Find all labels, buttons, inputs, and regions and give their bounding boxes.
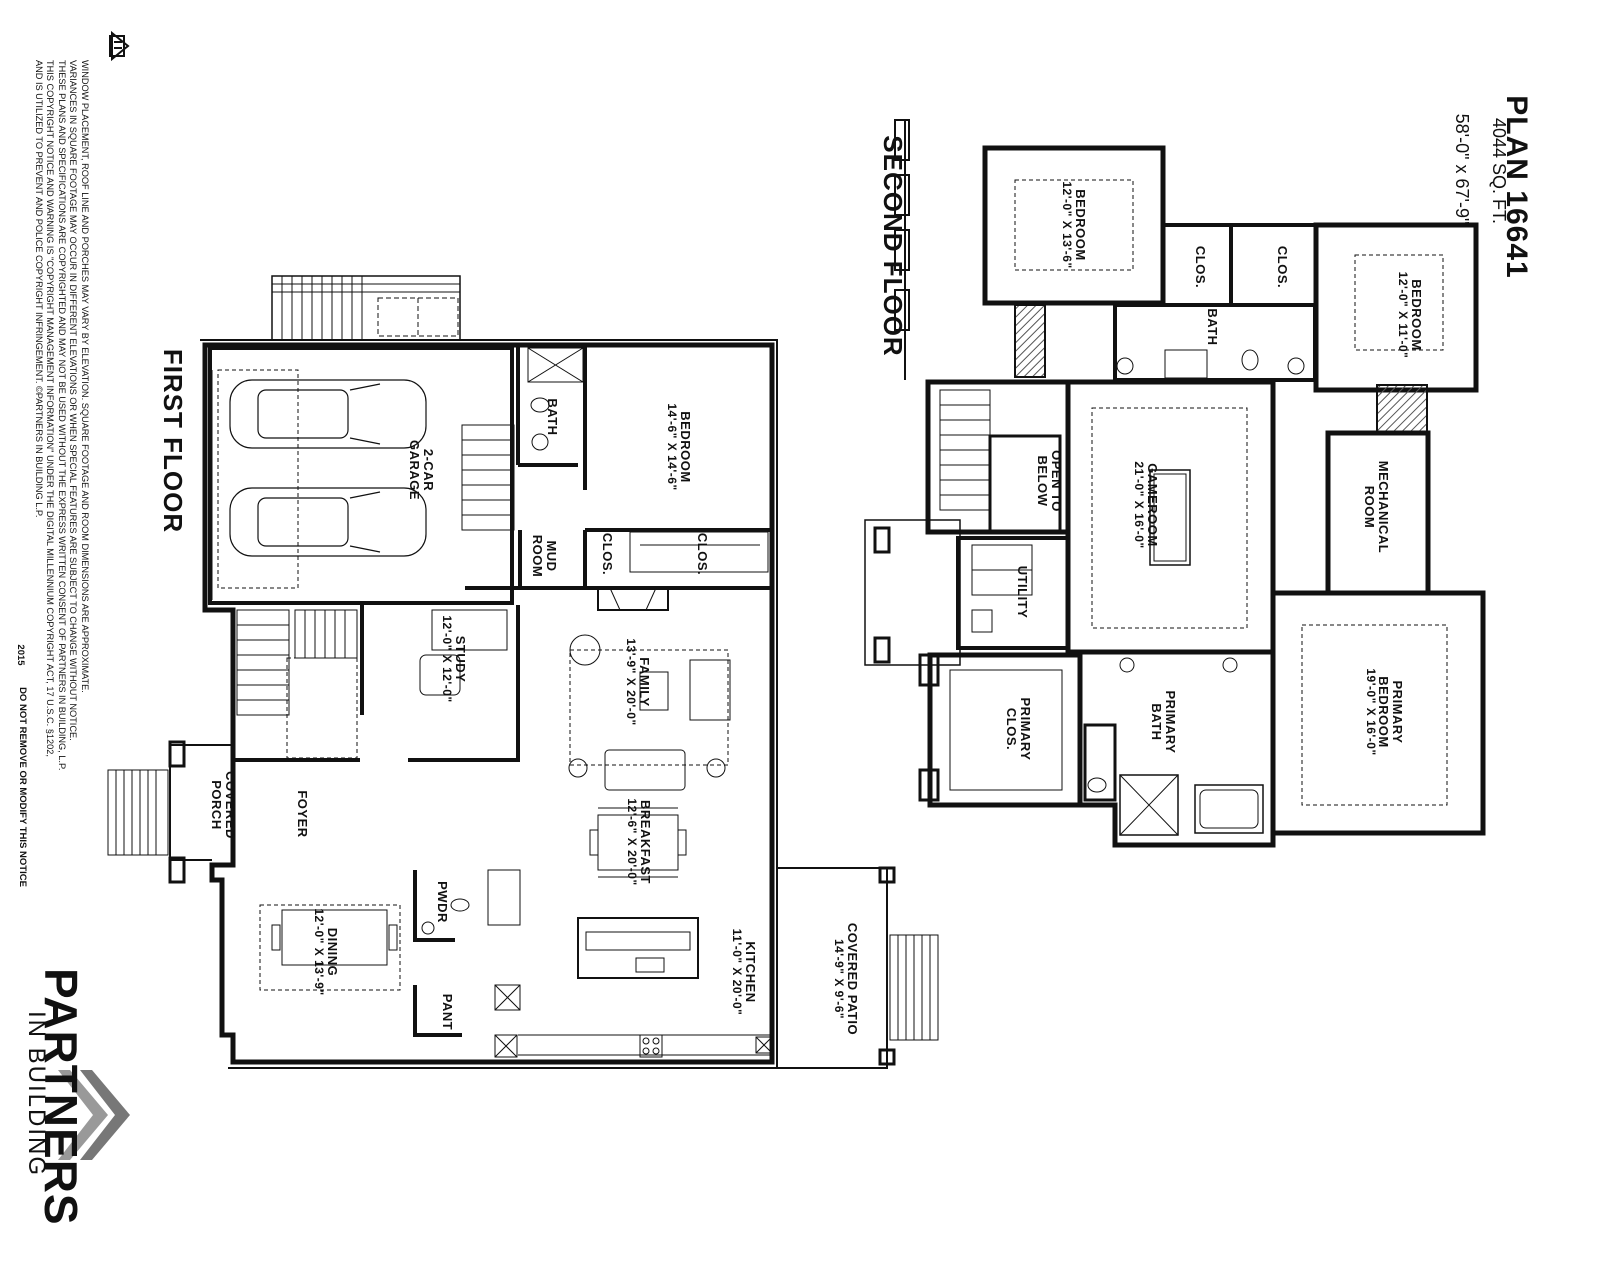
room-pant: PANT — [440, 993, 455, 1031]
room-open-to-below-name: OPEN TO BELOW — [1035, 450, 1064, 512]
second-floor-plan — [864, 119, 1486, 848]
room-study: STUDY 12'-0" X 12'-0" — [433, 604, 468, 714]
room-bedroom-second-b-name: BEDROOM — [1409, 279, 1424, 351]
room-breakfast-name: BREAKFAST — [638, 800, 653, 884]
room-bedroom-second-a: BEDROOM 12'-0" X 13'-6" — [1053, 165, 1088, 285]
notice-do-not-remove: DO NOT REMOVE OR MODIFY THIS NOTICE — [17, 687, 28, 887]
equal-housing-icon — [109, 30, 130, 62]
room-gameroom-name: GAMEROOM — [1145, 463, 1160, 547]
garage-rear-stair — [271, 275, 461, 341]
room-foyer: FOYER — [295, 790, 310, 838]
room-study-size: 12'-0" X 12'-0" — [440, 615, 455, 703]
room-study-name: STUDY — [453, 635, 468, 683]
room-covered-patio-size: 14'-9" X 9'-6" — [832, 938, 847, 1020]
room-bedroom-second-a-name: BEDROOM — [1073, 189, 1088, 261]
plan-dimensions: 58'-0" x 67'-9" — [1452, 113, 1472, 225]
room-dining: DINING 12'-0" X 13'-9" — [305, 892, 340, 1012]
room-gameroom: GAMEROOM 21'-0" X 16'-0" — [1125, 445, 1160, 565]
room-clos-first-a: CLOS. — [600, 532, 615, 576]
room-bath-second: BATH — [1205, 308, 1220, 346]
room-dining-size: 12'-0" X 13'-9" — [312, 908, 327, 996]
room-kitchen-size: 11'-0" X 20'-0" — [730, 928, 745, 1016]
room-primary-clos: PRIMARY CLOS. — [998, 689, 1033, 769]
room-covered-porch-name: COVERED PORCH — [209, 771, 238, 839]
furniture-breakfast-table — [589, 807, 687, 878]
room-bath-first: BATH — [545, 398, 560, 436]
kitchen-island — [577, 917, 699, 979]
room-breakfast-size: 12'-6" X 20'-0" — [625, 798, 640, 886]
notice-line-2: VARIANCES IN SQUARE FOOTAGE MAY OCCUR IN… — [68, 60, 79, 741]
room-open-to-below: OPEN TO BELOW — [1017, 441, 1064, 521]
car-icon — [229, 379, 427, 557]
room-mechanical: MECHANICAL ROOM — [1356, 452, 1391, 562]
notice-line-3: THESE PLANS AND SPECIFICATIONS ARE COPYR… — [57, 60, 67, 771]
notice-line-5: AND IS UTILIZED TO PREVENT AND POLICE CO… — [34, 60, 44, 518]
pool-table-icon — [1149, 469, 1191, 566]
furniture-family — [568, 634, 731, 791]
room-covered-patio: COVERED PATIO 14'-9" X 9'-6" — [811, 919, 860, 1039]
notice-line-1: WINDOW PLACEMENT, ROOF LINE AND PORCHES … — [80, 60, 90, 693]
room-kitchen: KITCHEN 11'-0" X 20'-0" — [723, 912, 758, 1032]
room-garage: 2-CAR GARAGE — [405, 425, 436, 515]
room-primary-bath: PRIMARY BATH — [1143, 682, 1178, 762]
first-floor-label: FIRST FLOOR — [158, 348, 188, 534]
furniture-dining-table — [259, 904, 401, 991]
room-primary-clos-name: PRIMARY CLOS. — [1004, 697, 1033, 761]
partners-logo-mark — [58, 1070, 130, 1160]
room-mud-name: MUD ROOM — [530, 534, 559, 578]
room-gameroom-size: 21'-0" X 16'-0" — [1132, 461, 1147, 549]
room-family: FAMILY 13'-9" X 20'-0" — [617, 622, 652, 742]
room-mechanical-name: MECHANICAL ROOM — [1362, 460, 1391, 554]
first-floor-outer-wall — [202, 342, 775, 1065]
room-covered-patio-name: COVERED PATIO — [845, 922, 860, 1036]
first-floor-plan — [107, 275, 939, 1069]
room-family-size: 13'-9" X 20'-0" — [624, 638, 639, 726]
covered-patio-outline — [776, 867, 888, 1069]
room-kitchen-name: KITCHEN — [743, 941, 758, 1003]
sink-icon — [531, 433, 549, 451]
room-bedroom-first-size: 14'-6" X 14'-6" — [665, 403, 680, 491]
second-floor-label: SECOND FLOOR — [878, 135, 908, 357]
room-bedroom-second-b-size: 12'-0" X 11'-0" — [1396, 271, 1411, 359]
room-garage-name: 2-CAR GARAGE — [407, 439, 436, 501]
room-utility: UTILITY — [1015, 565, 1030, 619]
room-pwdr: PWDR — [435, 881, 450, 923]
room-primary-bedroom: PRIMARY BEDROOM 19'-0" X 16'-0" — [1356, 652, 1405, 772]
plan-area: 4044 SQ. FT. — [1489, 117, 1509, 225]
toilet-icon — [530, 397, 550, 413]
room-bedroom-second-a-size: 12'-0" X 13'-6" — [1060, 181, 1075, 269]
room-primary-bedroom-name: PRIMARY BEDROOM — [1376, 676, 1405, 748]
room-primary-bedroom-size: 19'-0" X 16'-0" — [1363, 668, 1378, 756]
room-bedroom-first: BEDROOM 14'-6" X 14'-6" — [658, 382, 693, 512]
room-primary-bath-name: PRIMARY BATH — [1149, 690, 1178, 754]
notice-year: 2015 — [15, 644, 26, 666]
room-clos-second-a: CLOS. — [1193, 245, 1208, 289]
room-breakfast: BREAKFAST 12'-6" X 20'-0" — [618, 782, 653, 902]
room-mud: MUD ROOM — [522, 531, 559, 581]
logo-in-building: IN BUILDING — [23, 1010, 50, 1178]
room-bedroom-second-b: BEDROOM 12'-0" X 11'-0" — [1389, 255, 1424, 375]
room-clos-first-b: CLOS. — [695, 532, 710, 576]
room-clos-second-b: CLOS. — [1275, 245, 1290, 289]
fireplace-icon — [597, 587, 669, 611]
room-bedroom-first-name: BEDROOM — [678, 411, 693, 483]
room-covered-porch: COVERED PORCH — [203, 760, 238, 850]
room-family-name: FAMILY — [637, 657, 652, 707]
notice-line-4: THIS COPYRIGHT NOTICE AND WARNING IS "CO… — [45, 60, 56, 757]
garage-walls — [208, 346, 514, 605]
room-dining-name: DINING — [325, 927, 340, 977]
